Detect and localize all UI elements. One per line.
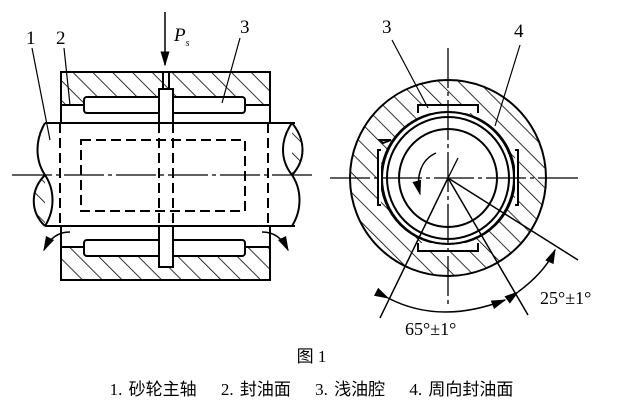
- label-3-right: 3: [382, 17, 392, 38]
- legend-item: 2. 封油面: [220, 380, 291, 399]
- label-3-left: 3: [240, 17, 250, 38]
- rotation-arrow: [412, 152, 437, 196]
- force-label: Ps: [174, 26, 190, 49]
- leader-3-left: [221, 37, 241, 104]
- longitudinal-section-view: [12, 12, 313, 281]
- leader-4: [494, 44, 521, 127]
- dimension-arc-65: [373, 287, 507, 313]
- legend-item: 1. 砂轮主轴: [109, 380, 197, 399]
- label-4: 4: [514, 21, 524, 42]
- leader-3-right: [391, 39, 429, 109]
- leader-1: [31, 47, 51, 141]
- legend-item: 3. 浅油腔: [315, 380, 386, 399]
- angle-label-65: 65°±1°: [405, 319, 457, 339]
- oil-outflow-arrow-right: [261, 231, 289, 252]
- legend-item: 4. 周向封油面: [409, 380, 514, 399]
- dimension-arc-25: [504, 248, 556, 304]
- angle-line-25-right: [447, 177, 579, 261]
- figure-caption: 图 1: [296, 347, 327, 366]
- angle-label-25: 25°±1°: [540, 288, 592, 308]
- figure-legend: 1. 砂轮主轴 2. 封油面 3. 浅油腔 4. 周向封油面: [0, 375, 623, 400]
- label-2: 2: [56, 28, 66, 49]
- oil-outflow-arrow-left: [43, 231, 71, 252]
- leader-2: [63, 47, 71, 106]
- cross-section-view: [330, 39, 579, 319]
- force-symbol: P: [174, 25, 186, 46]
- label-1: 1: [26, 28, 36, 49]
- force-subscript: s: [185, 37, 190, 49]
